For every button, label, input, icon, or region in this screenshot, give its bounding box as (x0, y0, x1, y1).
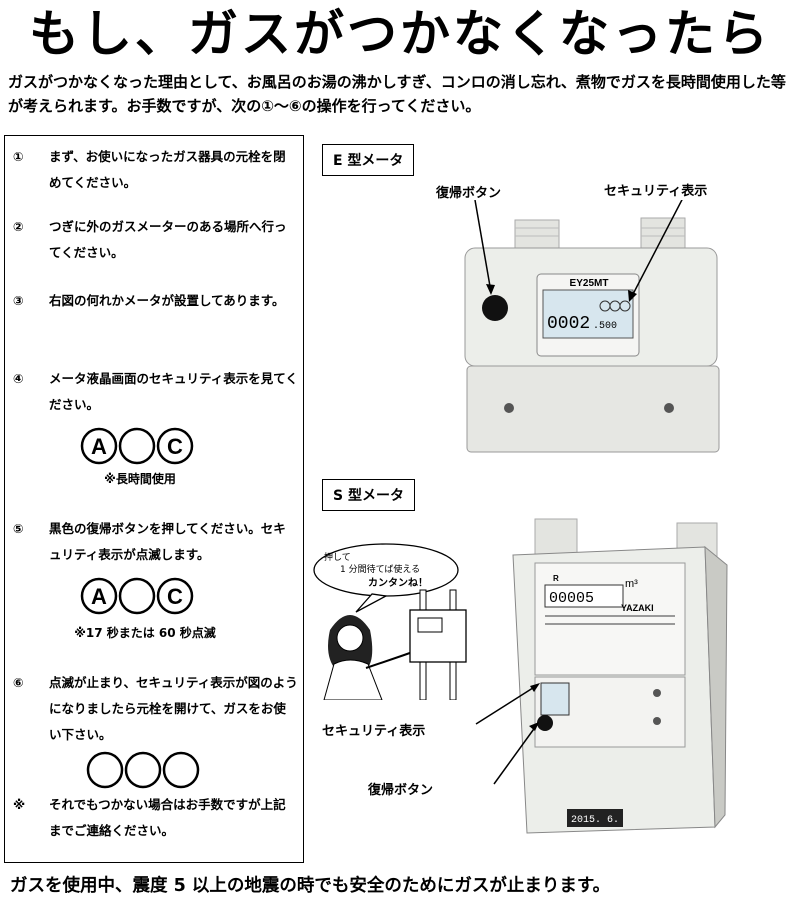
security-display-clear (86, 751, 200, 789)
step-number: ④ (13, 371, 24, 386)
step-number: ③ (13, 293, 24, 308)
s-meter-unit: m³ (625, 578, 638, 590)
step-3: ③ 右図の何れかメータが設置してあります。 (13, 288, 298, 314)
step-4: ④ メータ液晶画面のセキュリティ表示を見てください。 (13, 366, 298, 418)
s-meter-reading: 00005 (549, 590, 594, 607)
security-note-b: ※17 秒または 60 秒点滅 (74, 626, 216, 640)
remark-mark: ※ (13, 797, 26, 812)
remark-text: それでもつかない場合はお手数ですが上記までご連絡ください。 (49, 797, 286, 838)
step-6: ⑥ 点滅が止まり、セキュリティ表示が図のようになりましたら元栓を開けて、ガスをお… (13, 670, 298, 748)
step-text: つぎに外のガスメーターのある場所へ行ってください。 (49, 219, 287, 260)
step-number: ⑥ (13, 675, 24, 690)
security-right-letter: C (167, 584, 183, 609)
remark: ※ それでもつかない場合はお手数ですが上記までご連絡ください。 (13, 792, 298, 844)
step-number: ② (13, 219, 24, 234)
security-note-a: ※長時間使用 (104, 472, 176, 486)
s-meter-date-plate: 2015. 6. (571, 815, 619, 826)
step-text: 点滅が止まり、セキュリティ表示が図のようになりましたら元栓を開けて、ガスをお使い… (49, 675, 298, 742)
e-meter-reset-button-label: 復帰ボタン (436, 186, 502, 201)
step-text: 黒色の復帰ボタンを押してください。セキュリティ表示が点滅します。 (49, 521, 286, 562)
security-left-letter: A (91, 434, 107, 459)
step-text: まず、お使いになったガス器具の元栓を閉めてください。 (49, 149, 286, 190)
e-meter-reading: 0002 (547, 314, 590, 334)
step-2: ② つぎに外のガスメーターのある場所へ行ってください。 (13, 214, 298, 266)
security-left-letter: A (91, 584, 107, 609)
security-display-a: A C (80, 427, 194, 465)
step-text: 右図の何れかメータが設置してあります。 (49, 293, 285, 308)
security-right-letter: C (167, 434, 183, 459)
bubble-line-3: カンタンね！ (368, 577, 428, 589)
step-text: メータ液晶画面のセキュリティ表示を見てください。 (49, 371, 298, 412)
s-meter-label: S 型メータ (322, 479, 415, 511)
s-meter-security-label: セキュリティ表示 (322, 724, 426, 739)
woman-pressing-button-illustration: 押して 1 分間待てば使える カンタンね！ (313, 543, 467, 700)
page-title: もし、ガスがつかなくなったら (29, 5, 771, 63)
e-meter-reading-decimal: .500 (593, 321, 617, 332)
s-meter-brand: YAZAKI (621, 603, 654, 613)
step-5: ⑤ 黒色の復帰ボタンを押してください。セキュリティ表示が点滅します。 (13, 516, 298, 568)
step-number: ⑤ (13, 521, 24, 536)
bubble-line-2: 1 分間待てば使える (340, 563, 420, 575)
step-1: ① まず、お使いになったガス器具の元栓を閉めてください。 (13, 144, 298, 196)
e-meter-model: EY25MT (570, 278, 609, 289)
e-meter-security-label: セキュリティ表示 (604, 184, 708, 199)
footer-earthquake-notice: ガスを使用中、震度 5 以上の地震の時でも安全のためにガスが止まります。 (10, 876, 611, 896)
security-display-b: A C (80, 577, 194, 615)
svg-text:R: R (553, 574, 559, 583)
s-meter-reset-button-label: 復帰ボタン (368, 783, 434, 798)
s-type-meter-image: R m³ 00005 YAZAKI 2015. 6. (512, 518, 728, 834)
intro-text: ガスがつかなくなった理由として、お風呂のお湯の沸かしすぎ、コンロの消し忘れ、煮物… (8, 73, 786, 115)
e-type-meter-image: EY25MT 0002 .500 (464, 200, 720, 453)
e-meter-label: E 型メータ (322, 144, 415, 176)
bubble-line-1: 押して (324, 551, 351, 563)
steps-panel: ① まず、お使いになったガス器具の元栓を閉めてください。 ② つぎに外のガスメー… (4, 135, 304, 863)
step-number: ① (13, 149, 24, 164)
s-meter-annotation-arrows (475, 683, 540, 785)
